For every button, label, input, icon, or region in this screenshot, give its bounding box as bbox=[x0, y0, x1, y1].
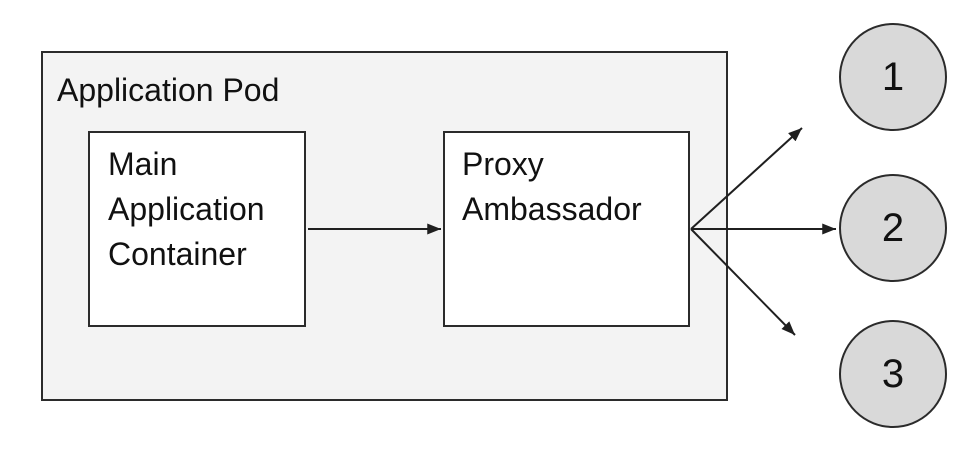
main-application-container-node: Main Application Container bbox=[88, 131, 306, 327]
endpoint-2-label: 2 bbox=[881, 206, 905, 250]
main-application-container-label: Main Application Container bbox=[108, 146, 265, 272]
application-pod-label: Application Pod bbox=[57, 72, 280, 108]
proxy-ambassador-label: Proxy Ambassador bbox=[462, 146, 642, 227]
endpoint-3-label: 3 bbox=[881, 352, 905, 396]
proxy-ambassador-node: Proxy Ambassador bbox=[443, 131, 690, 327]
endpoint-circle-3: 3 bbox=[839, 320, 947, 428]
endpoint-circle-2: 2 bbox=[839, 174, 947, 282]
endpoint-1-label: 1 bbox=[881, 55, 905, 99]
endpoint-circle-1: 1 bbox=[839, 23, 947, 131]
